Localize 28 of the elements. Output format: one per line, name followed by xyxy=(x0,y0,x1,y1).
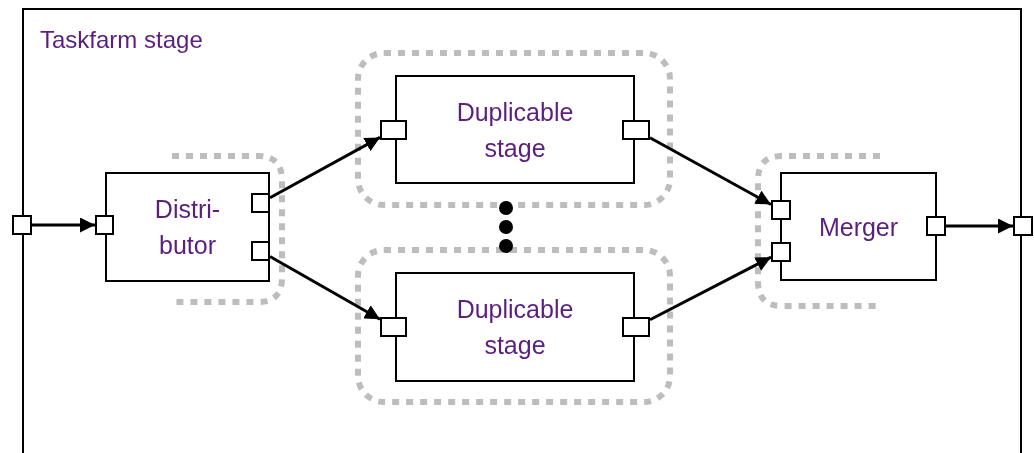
arrow xyxy=(32,217,95,233)
port-square xyxy=(380,317,407,337)
port-square xyxy=(95,215,114,235)
box-label: Distri- butor xyxy=(153,193,222,261)
process-box xyxy=(780,172,937,281)
arrow xyxy=(649,255,772,322)
port-square xyxy=(926,216,946,236)
process-box xyxy=(395,272,635,382)
port-square xyxy=(12,215,32,235)
port-square xyxy=(771,200,791,220)
stage-frame xyxy=(22,8,1022,453)
port-square xyxy=(622,317,650,337)
port-square xyxy=(251,193,270,213)
process-box xyxy=(105,172,270,282)
arrow xyxy=(269,255,381,321)
box-label: Duplicable stage xyxy=(455,293,575,361)
arrow xyxy=(269,136,381,200)
process-box xyxy=(395,75,635,184)
port-square xyxy=(771,242,791,262)
port-square xyxy=(1013,216,1033,236)
arrow xyxy=(649,136,772,206)
arrow xyxy=(946,218,1013,234)
port-square xyxy=(251,241,270,261)
port-square xyxy=(622,120,650,140)
box-label: Duplicable stage xyxy=(455,96,575,164)
box-label: Merger xyxy=(817,211,900,243)
port-square xyxy=(380,120,407,140)
stage-title: Taskfarm stage xyxy=(40,26,203,54)
